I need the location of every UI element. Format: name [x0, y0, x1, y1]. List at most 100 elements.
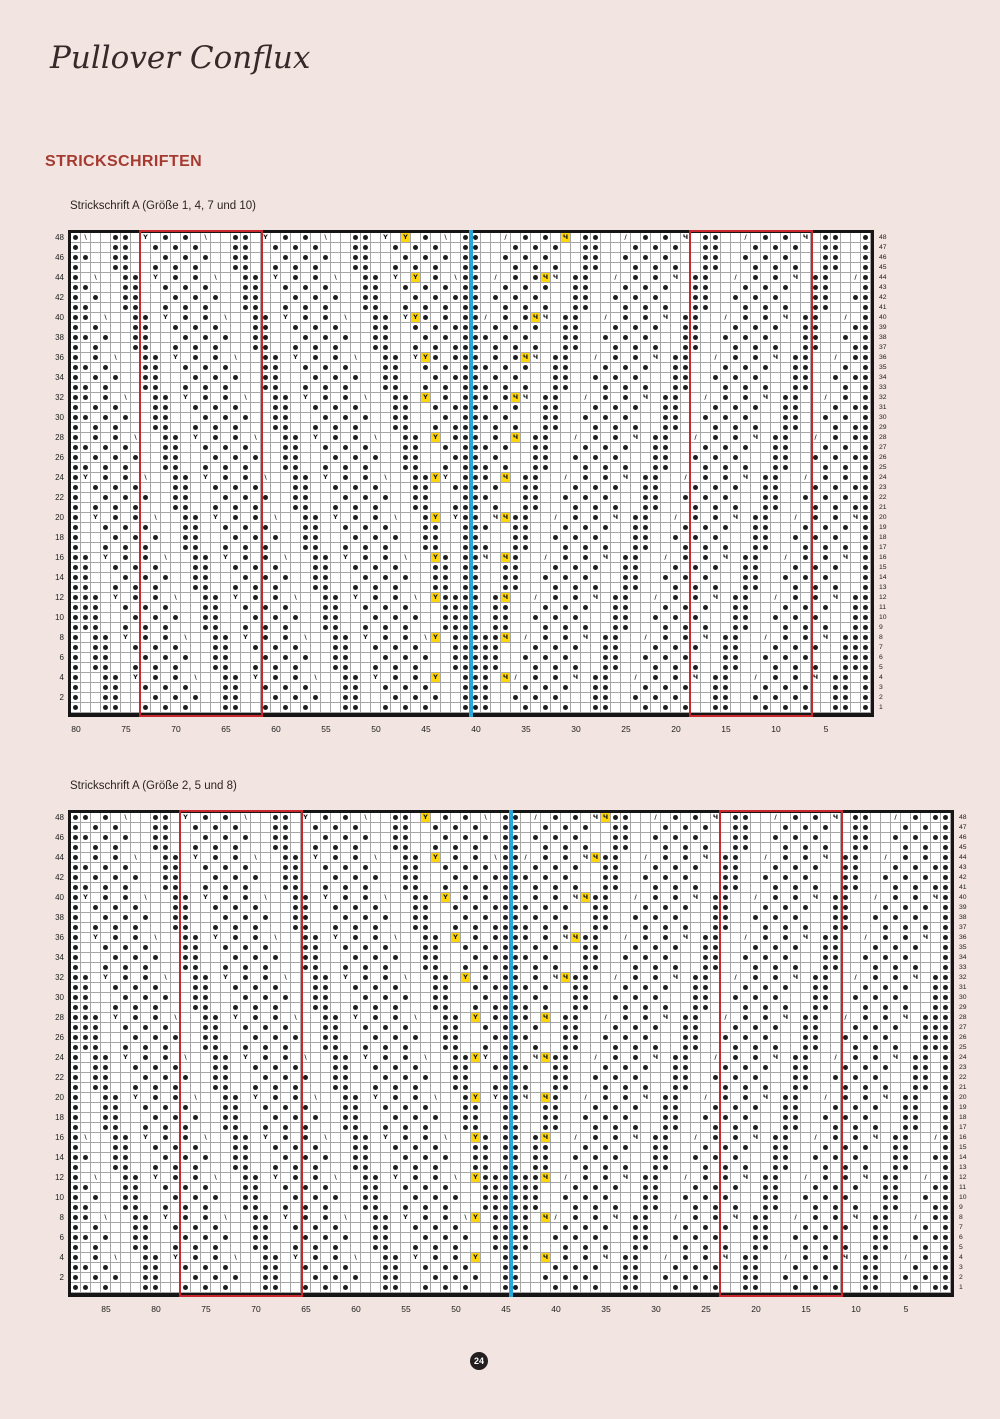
stitch-cell: [511, 703, 521, 713]
stitch-cell: [481, 873, 491, 883]
stitch-cell: [121, 593, 131, 603]
stitch-cell: [221, 903, 231, 913]
stitch-cell: [141, 433, 151, 443]
stitch-cell: [591, 293, 601, 303]
stitch-cell: [491, 543, 501, 553]
stitch-cell: [291, 233, 301, 243]
stitch-cell: [431, 573, 441, 583]
stitch-cell: [811, 453, 821, 463]
stitch-cell: [471, 293, 481, 303]
stitch-cell: [511, 923, 521, 933]
stitch-cell: [341, 253, 351, 263]
stitch-cell: [841, 473, 851, 483]
stitch-cell: [631, 483, 641, 493]
stitch-cell: /: [641, 633, 651, 643]
row-number: 20: [55, 513, 64, 522]
stitch-cell: [461, 593, 471, 603]
stitch-cell: [571, 363, 581, 373]
stitch-cell: [491, 373, 501, 383]
stitch-cell: [421, 593, 431, 603]
stitch-cell: [801, 393, 811, 403]
stitch-cell: [371, 633, 381, 643]
stitch-cell: [371, 413, 381, 423]
stitch-cell: [141, 843, 151, 853]
stitch-cell: [251, 823, 261, 833]
stitch-cell: [741, 833, 751, 843]
stitch-cell: [261, 313, 271, 323]
stitch-cell: [231, 493, 241, 503]
stitch-cell: [721, 703, 731, 713]
stitch-cell: [91, 623, 101, 633]
stitch-cell: [521, 263, 531, 273]
stitch-cell: [931, 853, 941, 863]
stitch-cell: [421, 283, 431, 293]
stitch-cell: [341, 883, 351, 893]
stitch-cell: [301, 333, 311, 343]
stitch-cell: [651, 843, 661, 853]
stitch-cell: [641, 813, 651, 823]
stitch-cell: [861, 303, 871, 313]
stitch-cell: [371, 483, 381, 493]
stitch-cell: [71, 503, 81, 513]
stitch-cell: [491, 823, 501, 833]
stitch-cell: [401, 533, 411, 543]
stitch-cell: [531, 483, 541, 493]
stitch-cell: [711, 433, 721, 443]
stitch-cell: [641, 483, 651, 493]
stitch-cell: [431, 413, 441, 423]
stitch-cell: [461, 653, 471, 663]
stitch-cell: [131, 543, 141, 553]
stitch-cell: [401, 913, 411, 923]
stitch-cell: [281, 883, 291, 893]
stitch-cell: [451, 323, 461, 333]
stitch-cell: [861, 883, 871, 893]
stitch-cell: [261, 813, 271, 823]
stitch-cell: [741, 883, 751, 893]
stitch-cell: [291, 893, 301, 903]
stitch-cell: [301, 383, 311, 393]
stitch-cell: [341, 513, 351, 523]
stitch-cell: [511, 353, 521, 363]
chart-label: Strickschrift A (Größe 2, 5 und 8): [70, 780, 237, 792]
stitch-cell: [141, 683, 151, 693]
stitch-cell: [371, 513, 381, 523]
stitch-cell: [371, 913, 381, 923]
stitch-cell: [461, 633, 471, 643]
stitch-cell: [651, 673, 661, 683]
stitch-cell: [311, 413, 321, 423]
stitch-cell: [261, 353, 271, 363]
stitch-cell: [281, 493, 291, 503]
stitch-cell: [731, 623, 741, 633]
stitch-cell: [791, 323, 801, 333]
stitch-cell: [211, 583, 221, 593]
stitch-cell: [631, 273, 641, 283]
stitch-cell: \: [241, 393, 251, 403]
stitch-cell: [831, 613, 841, 623]
stitch-cell: [761, 643, 771, 653]
stitch-cell: [851, 433, 861, 443]
stitch-cell: [291, 263, 301, 273]
stitch-cell: [161, 823, 171, 833]
stitch-cell: [791, 283, 801, 293]
stitch-cell: [481, 323, 491, 333]
stitch-cell: [271, 523, 281, 533]
stitch-cell: [311, 403, 321, 413]
stitch-cell: [721, 693, 731, 703]
stitch-cell: [301, 873, 311, 883]
stitch-cell: [71, 683, 81, 693]
stitch-cell: [291, 583, 301, 593]
stitch-cell: [451, 903, 461, 913]
stitch-cell: [471, 583, 481, 593]
stitch-cell: [391, 533, 401, 543]
stitch-cell: [521, 693, 531, 703]
stitch-cell: [201, 443, 211, 453]
stitch-cell: [301, 533, 311, 543]
special-stitch-cell: Y: [431, 513, 441, 523]
stitch-cell: [671, 923, 681, 933]
stitch-cell: [151, 923, 161, 933]
row-number: 22: [55, 493, 64, 502]
stitch-cell: [651, 303, 661, 313]
stitch-cell: [591, 583, 601, 593]
stitch-cell: [821, 263, 831, 273]
stitch-cell: [801, 923, 811, 933]
